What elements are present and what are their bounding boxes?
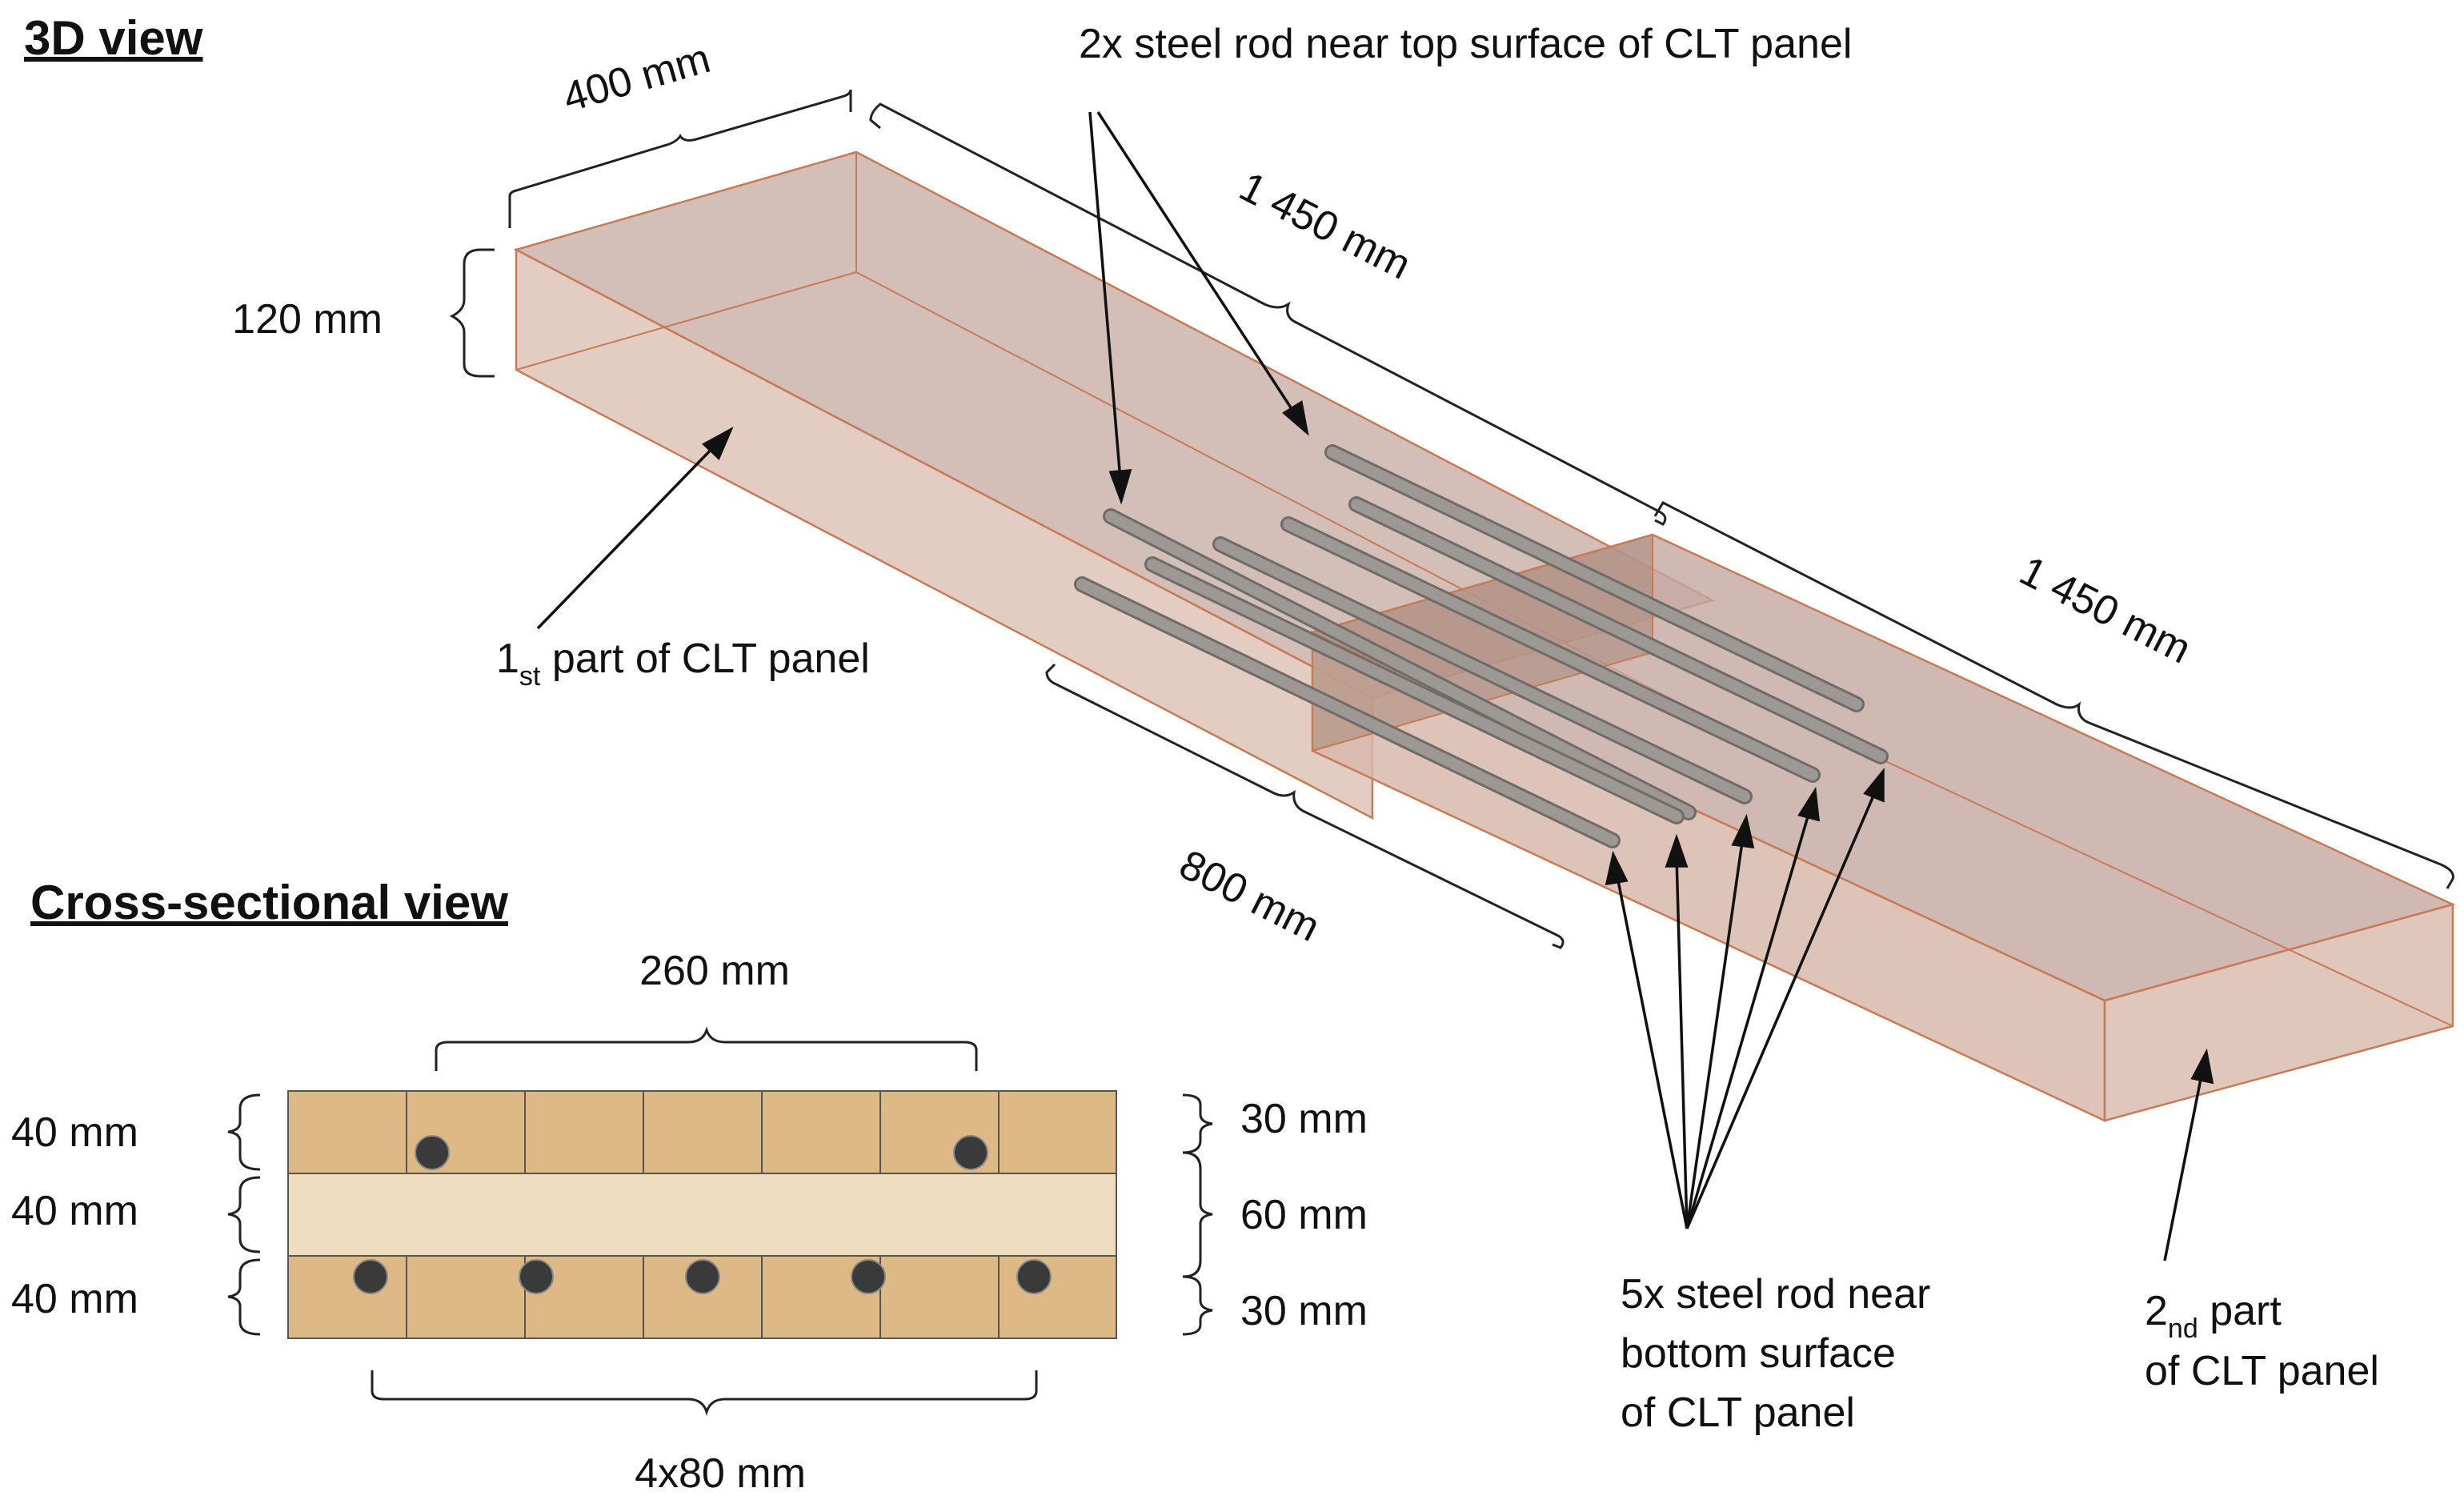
dimension-brackets-cross [227,1026,1213,1417]
dim-left-layer-1: 40 mm [11,1109,138,1156]
rod-section-top [953,1135,988,1170]
rod-section-bottom [1016,1259,1052,1294]
dim-right-offset-2: 60 mm [1240,1192,1368,1238]
lamella-core [287,1173,1117,1257]
bracket-right-2 [1182,1151,1213,1278]
bracket-120 [449,248,495,378]
bracket-800 [1045,663,1565,949]
arrow-second-part [2163,1048,2214,1261]
dim-120: 120 mm [232,296,383,343]
label-bottom-rods: 5x steel rod near bottom surface of CLT … [1621,1271,1930,1436]
rod-section-bottom [851,1259,886,1294]
steel-rods-3d [1074,444,1889,848]
dim-260: 260 mm [639,948,790,994]
cross-section [287,1090,1117,1339]
clt-panel-3d [513,150,2456,1122]
dim-1450-first: 1 450 mm [1232,163,1418,289]
bracket-400 [508,89,852,228]
rod-section-bottom [685,1259,720,1294]
dim-800: 800 mm [1172,841,1328,951]
rod-section-top [415,1135,450,1170]
bracket-right-3 [1182,1275,1213,1336]
arrows-top-rods [1088,111,1309,505]
dim-left-layer-3: 40 mm [11,1276,138,1322]
bracket-4x80 [371,1370,1038,1417]
lamella-top [287,1090,1117,1174]
bracket-right-1 [1182,1093,1213,1154]
dim-1450-second: 1 450 mm [2013,547,2198,673]
dimension-brackets-3d [449,89,2454,949]
svg-text:bottom surface: bottom surface [1621,1330,1896,1377]
arrows-bottom-rods [1605,768,1885,1229]
bottom-rod [1348,496,1889,764]
bottom-rod [1144,556,1685,824]
board-joints-top [406,1091,1000,1173]
rod-section-bottom [519,1259,554,1294]
bracket-260 [435,1026,978,1071]
panel1-hidden-edge [515,271,857,371]
bracket-1450-b [1653,501,2454,889]
label-top-rods: 2x steel rod near top surface of CLT pan… [1079,21,1852,67]
label-first-part: 1st part of CLT panel [496,636,870,692]
top-rod [1103,508,1697,820]
label-second-part: 2nd part of CLT panel [2145,1288,2379,1394]
bracket-1450-a [869,102,1667,526]
bracket-left-2 [227,1176,261,1253]
dim-400: 400 mm [558,35,715,122]
svg-text:2nd part: 2nd part [2145,1288,2282,1344]
svg-text:5x steel rod near: 5x steel rod near [1621,1271,1930,1318]
dim-right-offset-1: 30 mm [1240,1096,1368,1142]
bottom-rod [1074,576,1621,848]
bracket-left-1 [227,1093,261,1171]
heading-cross-section: Cross-sectional view [30,876,508,929]
dim-left-layer-2: 40 mm [11,1188,138,1234]
heading-3d-view: 3D view [24,11,203,65]
bottom-rod [1280,516,1821,783]
bottom-rod [1212,536,1753,804]
rod-section-bottom [353,1259,388,1294]
dim-4x80: 4x80 mm [635,1450,806,1497]
arrow-first-part [536,427,734,630]
bracket-left-3 [227,1258,261,1336]
dim-right-offset-3: 30 mm [1240,1288,1368,1334]
svg-text:of CLT panel: of CLT panel [2145,1348,2379,1394]
svg-text:of CLT panel: of CLT panel [1621,1390,1855,1436]
top-rod [1324,444,1865,712]
panel1-front-face [515,247,1374,820]
